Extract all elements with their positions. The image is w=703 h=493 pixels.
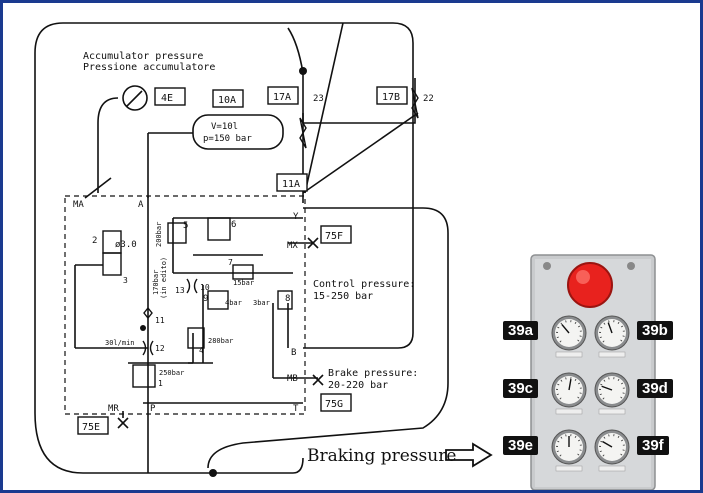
component-4: 4: [199, 346, 204, 355]
pressure-gauge: [594, 372, 630, 415]
component-1: 1: [158, 379, 163, 388]
setting-170bar-note: (in edito): [160, 257, 168, 299]
arrow-right-icon: [445, 442, 493, 468]
ref-17a: 17A: [273, 92, 291, 103]
pressure-gauge: [594, 429, 630, 472]
setting-170bar: 170bar: [152, 270, 160, 295]
ref-11a: 11A: [282, 179, 300, 190]
control-pressure-label: Control pressure:: [313, 279, 415, 290]
component-22: 22: [423, 94, 434, 104]
ref-4e: 4E: [161, 93, 173, 104]
pressure-gauge: [594, 315, 630, 358]
port-p: P: [150, 404, 156, 414]
ref-75e: 75E: [82, 422, 100, 433]
ref-75g: 75G: [325, 399, 343, 410]
component-9: 9: [203, 294, 208, 304]
setting-250bar: 250bar: [159, 369, 184, 377]
ref-75f: 75F: [325, 231, 343, 242]
ref-10a: 10A: [218, 95, 236, 106]
title-line-2: Pressione accumulatore: [83, 62, 215, 73]
caption: Braking pressure: [307, 446, 457, 466]
orifice-label: ø3.0: [115, 240, 137, 250]
component-5: 5: [183, 221, 188, 231]
port-b: B: [291, 348, 296, 358]
component-23: 23: [313, 94, 324, 104]
setting-280bar: 280bar: [208, 337, 233, 345]
gauge-panel: [530, 254, 656, 490]
component-3: 3: [123, 276, 128, 285]
port-mr: MR: [108, 404, 119, 414]
setting-3bar: 3bar: [253, 299, 270, 307]
port-ma: MA: [73, 200, 84, 210]
gauge-tag-39e: 39e: [503, 436, 539, 455]
gauge-tag-39f: 39f: [637, 436, 669, 455]
component-7: 7: [228, 258, 233, 267]
gauge-tag-39b: 39b: [637, 321, 673, 340]
accumulator-pressure: p=150 bar: [203, 134, 252, 144]
accumulator-volume: V=10l: [211, 122, 238, 132]
port-t: T: [293, 404, 299, 414]
component-11: 11: [155, 316, 165, 325]
gauge-tag-39a: 39a: [503, 321, 539, 340]
setting-15bar: 15bar: [233, 279, 254, 287]
component-12: 12: [155, 344, 165, 353]
component-6: 6: [231, 220, 236, 230]
brake-pressure-label: Brake pressure:: [328, 368, 418, 379]
port-mx: MX: [287, 241, 298, 251]
pressure-gauge: [551, 429, 587, 472]
gauge-group: [551, 315, 630, 472]
title-line-1: Accumulator pressure: [83, 51, 203, 62]
gauge-tag-39d: 39d: [637, 379, 673, 398]
port-a: A: [138, 200, 144, 210]
port-y: Y: [293, 212, 299, 222]
gauge-tag-39c: 39c: [503, 379, 539, 398]
component-2: 2: [92, 236, 97, 246]
port-mb: MB: [287, 374, 298, 384]
setting-200bar: 200bar: [155, 222, 163, 247]
setting-4bar: 4bar: [225, 299, 242, 307]
component-8: 8: [285, 294, 290, 304]
component-13: 13: [175, 286, 185, 295]
control-pressure-range: 15-250 bar: [313, 291, 373, 302]
warning-lamp: [567, 262, 613, 308]
pressure-gauge: [551, 315, 587, 358]
ref-17b: 17B: [382, 92, 400, 103]
pressure-gauge: [551, 372, 587, 415]
brake-pressure-range: 20-220 bar: [328, 380, 388, 391]
component-10: 10: [200, 283, 210, 292]
flow-label: 30l/min: [105, 339, 135, 347]
hydraulic-schematic: Accumulator pressure Pressione accumulat…: [34, 22, 656, 490]
